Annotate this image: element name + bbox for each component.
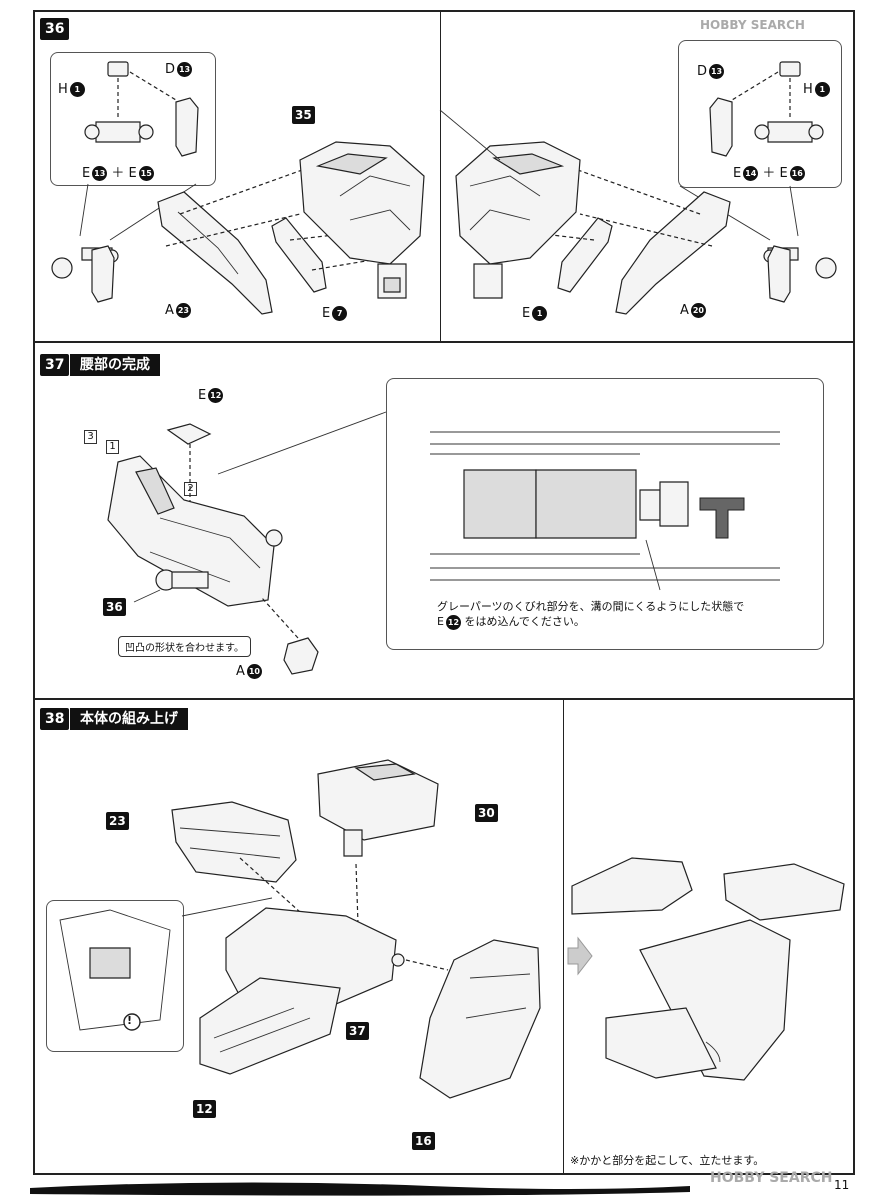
part-a10-drawing [283, 637, 319, 675]
step-number-36: 36 [40, 18, 70, 40]
divider-step38-vertical [563, 700, 564, 1173]
part-16-drawing [419, 939, 541, 1099]
footer-brush-stroke [30, 1182, 690, 1196]
gray-part-drawing [463, 469, 537, 539]
part-h1-left-drawing [107, 61, 129, 77]
part-h1-right-drawing [779, 61, 801, 77]
final-head-drawing [571, 857, 693, 915]
ref-step-37: 37 [346, 1022, 369, 1040]
part-a20-drawing [615, 191, 731, 315]
part-e7-drawing [271, 217, 327, 293]
step-title-38: 本体の組み上げ [70, 708, 188, 730]
page-frame [33, 10, 855, 1175]
order-marker-1: 1 [106, 440, 119, 454]
page-number: 11 [834, 1178, 850, 1192]
part-d13-right-drawing [709, 97, 733, 157]
detail-text-line1: グレーパーツのくびれ部分を、溝の間にくるようにした状態で [437, 600, 745, 613]
note-raise-heel: ※かかと部分を起こして、立たせます。 [570, 1154, 765, 1167]
step-title-37: 腰部の完成 [70, 354, 160, 376]
step-number-38: 38 [40, 708, 70, 730]
watermark-top: HOBBY SEARCH [700, 18, 805, 32]
step36-illustration [51, 61, 837, 315]
part-23-drawing [171, 801, 297, 883]
step38-illustration [59, 759, 845, 1099]
divider-step37 [33, 341, 855, 343]
part-30-drawing [317, 759, 439, 841]
part-d13-left-drawing [175, 97, 199, 157]
callout-right-subassembly [678, 40, 842, 188]
ref-part-23: 23 [106, 812, 129, 830]
ref-step-36: 36 [103, 598, 126, 616]
part-35-assembly-drawing [299, 141, 425, 265]
divider-step38 [33, 698, 855, 700]
order-marker-3: 3 [84, 430, 97, 444]
warning-mark: ! [127, 1014, 133, 1027]
ref-part-30: 30 [475, 804, 498, 822]
arrow-right-icon [567, 936, 593, 976]
note-align-shape: 凹凸の形状を合わせます。 [118, 636, 251, 657]
divider-step36-vertical [440, 12, 441, 341]
part-a23-drawing [157, 191, 273, 315]
step37-illustration [107, 411, 780, 675]
warning-icon [123, 1013, 141, 1031]
part-35-mirror-drawing [455, 141, 581, 265]
ref-part-12: 12 [193, 1100, 216, 1118]
watermark-bottom: HOBBY SEARCH [710, 1170, 833, 1186]
part-e12-drawing [166, 423, 212, 445]
ref-part-16: 16 [412, 1132, 435, 1150]
ref-step-35: 35 [292, 106, 315, 124]
step-number-37: 37 [40, 354, 70, 376]
part-e1-drawing [557, 217, 613, 293]
